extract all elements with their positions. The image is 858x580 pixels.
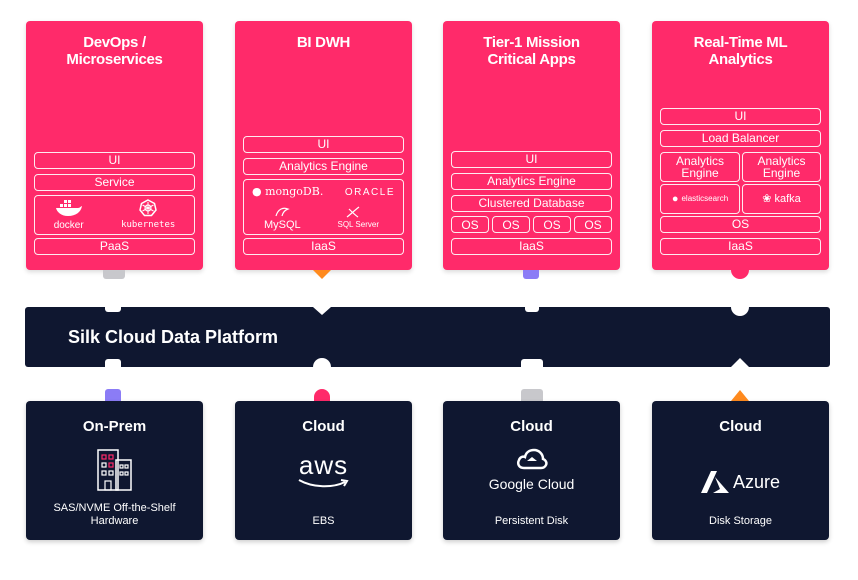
azure-label: Azure: [732, 471, 781, 492]
mysql-label: MySQL: [264, 219, 301, 231]
mysql-dolphin-icon: [275, 207, 290, 217]
aws-smile-icon: [298, 479, 349, 488]
sqlserver-logo: SQL Server: [337, 206, 380, 232]
docker-whale-icon: [55, 200, 82, 216]
storage-card-azure: Cloud Azure Disk Storage: [652, 401, 829, 540]
layer-iaas: IaaS: [243, 238, 404, 255]
docker-logo: docker: [54, 199, 84, 231]
aws-logo-text: aws: [298, 450, 349, 480]
storage-title: On-Prem: [82, 418, 147, 435]
workload-card-devops: DevOps / Microservices UI Service docker…: [26, 21, 203, 270]
mongodb-label: mongoDB.: [265, 185, 324, 198]
storage-caption: Disk Storage: [709, 515, 772, 527]
storage-card-onprem: On-Prem SAS/NVME Off-the-Shelf Hardware: [26, 401, 203, 540]
connector-orange-triangle: [313, 270, 331, 279]
storage-title: Cloud: [302, 418, 345, 435]
layer-ui: UI: [451, 151, 612, 168]
google-cloud-icon: [516, 448, 548, 470]
workload-title: Tier-1 Mission Critical Apps: [483, 34, 580, 68]
layer-os: OS: [574, 216, 612, 233]
platform-notch: [731, 358, 749, 367]
connector-violet: [105, 389, 121, 401]
platform-title: Silk Cloud Data Platform: [68, 327, 279, 347]
google-cloud-logo: Google Cloud: [443, 445, 620, 495]
layer-ui: UI: [243, 136, 404, 153]
mongodb-leaf-icon: ●: [252, 185, 262, 198]
platform-bar: Silk Cloud Data Platform: [25, 298, 830, 376]
storage-caption: SAS/NVME Off-the-Shelf Hardware: [53, 502, 176, 527]
layer-load-balancer: Load Balancer: [660, 130, 821, 147]
connector-gray: [103, 270, 125, 279]
kafka-label: kafka: [774, 193, 801, 205]
layer-os: OS: [451, 216, 489, 233]
kafka-icon: ❀: [762, 193, 772, 205]
platform-notch: [313, 307, 331, 315]
platform-notch: [525, 298, 539, 312]
azure-logo: Azure: [652, 457, 829, 507]
storage-caption: EBS: [312, 515, 335, 527]
mongodb-logo: ● mongoDB.: [252, 185, 323, 199]
platform-notch: [521, 359, 543, 373]
layer-analytics-engine: Analytics Engine: [742, 152, 821, 182]
workload-card-realtime-ml: Real-Time ML Analytics UI Load Balancer …: [652, 21, 829, 270]
sqlserver-label: SQL Server: [337, 220, 380, 229]
kubernetes-label: kubernetes: [121, 220, 176, 230]
sqlserver-icon: [346, 206, 359, 218]
layer-ui: UI: [660, 108, 821, 125]
layer-os: OS: [492, 216, 530, 233]
platform-notch: [105, 359, 121, 373]
docker-label: docker: [53, 220, 84, 231]
workload-title: DevOps / Microservices: [66, 34, 163, 68]
mysql-logo: MySQL: [264, 206, 301, 232]
storage-title: Cloud: [510, 418, 553, 435]
storage-card-aws: Cloud aws EBS: [235, 401, 412, 540]
layer-analytics-engine: Analytics Engine: [243, 158, 404, 175]
workload-title: BI DWH: [296, 34, 351, 51]
google-cloud-label: Google Cloud: [488, 476, 575, 492]
layer-clustered-database: Clustered Database: [451, 195, 612, 212]
connector-pink-round: [314, 389, 330, 401]
layer-ui: UI: [34, 152, 195, 169]
layer-iaas: IaaS: [451, 238, 612, 255]
connector-orange-triangle: [731, 390, 749, 401]
layer-os: OS: [533, 216, 571, 233]
layer-service: Service: [34, 174, 195, 191]
connector-pink-round: [731, 266, 749, 279]
oracle-logo: ORACLE: [344, 187, 395, 198]
layer-os: OS: [660, 216, 821, 233]
kubernetes-logo: kubernetes: [121, 199, 175, 231]
layer-database-logos: ● mongoDB. ORACLE MySQL SQL Server: [243, 179, 404, 235]
layer-paas: PaaS: [34, 238, 195, 255]
elasticsearch-icon: ●: [671, 193, 679, 205]
building-icon: [26, 445, 203, 495]
connector-violet: [523, 270, 539, 279]
aws-logo: aws: [235, 445, 412, 495]
workload-card-bi-dwh: BI DWH UI Analytics Engine ● mongoDB. OR…: [235, 21, 412, 270]
storage-caption: Persistent Disk: [494, 515, 569, 527]
layer-iaas: IaaS: [660, 238, 821, 255]
layer-analytics-engine: Analytics Engine: [660, 152, 740, 182]
layer-container-logos: docker kubernetes: [34, 195, 195, 235]
connector-gray: [521, 389, 543, 401]
layer-analytics-engine: Analytics Engine: [451, 173, 612, 190]
platform-notch: [731, 298, 749, 316]
platform-notch: [105, 298, 121, 312]
storage-card-google: Cloud Google Cloud Persistent Disk: [443, 401, 620, 540]
elasticsearch-logo: ● elasticsearch: [660, 184, 740, 214]
azure-icon: [700, 471, 729, 493]
storage-title: Cloud: [719, 418, 762, 435]
kafka-logo: ❀ kafka: [742, 184, 821, 214]
workload-card-tier1: Tier-1 Mission Critical Apps UI Analytic…: [443, 21, 620, 270]
elasticsearch-label: elasticsearch: [681, 194, 729, 203]
platform-notch: [313, 358, 331, 376]
workload-title: Real-Time ML Analytics: [693, 34, 788, 68]
kubernetes-helm-icon: [139, 199, 158, 217]
